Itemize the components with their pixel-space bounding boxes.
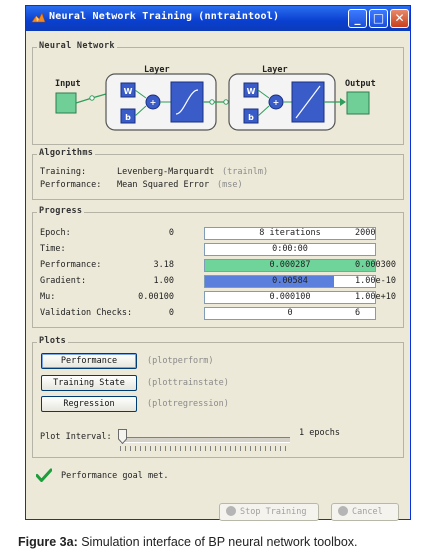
window-title: Neural Network Training (nntraintool): [49, 11, 280, 22]
mu-progress-bar: 0.000100: [204, 291, 376, 304]
time-progress-bar: 0:00:00: [204, 243, 376, 256]
training-label: Training:: [40, 167, 87, 177]
performance-func: (mse): [217, 180, 243, 190]
progress-row-start: 3.18: [153, 260, 174, 270]
training-value: Levenberg-Marquardt: [117, 167, 215, 177]
plots-title: Plots: [37, 336, 69, 346]
progress-row-current: 0.000100: [269, 292, 311, 302]
slider-ticks: [120, 446, 290, 451]
layer-1-label: Layer: [144, 65, 170, 75]
plot-regression-button[interactable]: Regression: [41, 396, 137, 412]
layer-1-transfer: [170, 81, 204, 123]
progress-row-target: 6: [355, 308, 361, 318]
epoch-progress-bar: 8 iterations: [204, 227, 376, 240]
progress-row-label: Epoch:: [40, 228, 71, 238]
slider-thumb[interactable]: [118, 429, 127, 444]
status-message: Performance goal met.: [61, 471, 169, 481]
progress-row-start: 0: [168, 228, 174, 238]
output-block: [346, 91, 370, 115]
cancel-button[interactable]: Cancel: [331, 503, 399, 521]
plot-performance-button[interactable]: Performance: [41, 353, 137, 369]
stop-icon: [226, 506, 236, 516]
checkmark-icon: [36, 468, 52, 482]
cancel-label: Cancel: [352, 507, 383, 517]
plot-regression-func: (plotregression): [147, 399, 229, 409]
plot-training-state-button[interactable]: Training State: [41, 375, 137, 391]
progress-title: Progress: [37, 206, 85, 216]
layer-2-label: Layer: [262, 65, 288, 75]
progress-row-start: 0.00100: [138, 292, 174, 302]
matlab-logo-icon: [31, 12, 46, 23]
progress-row-current: 0.000287: [269, 260, 311, 270]
input-label: Input: [55, 79, 81, 89]
progress-row-label: Time:: [40, 244, 66, 254]
performance-bar-fill: [205, 260, 375, 271]
performance-value: Mean Squared Error: [117, 180, 210, 190]
progress-row-label: Performance:: [40, 260, 102, 270]
progress-row-current: 0: [287, 308, 293, 318]
progress-row-target: 1.00e-10: [355, 276, 396, 286]
plot-performance-func: (plotperform): [147, 356, 214, 366]
validation-progress-bar: 0: [204, 307, 376, 320]
stop-training-button[interactable]: Stop Training: [219, 503, 319, 521]
gradient-progress-bar: 0.00584: [204, 275, 376, 288]
gradient-bar-fill: [205, 276, 335, 287]
stop-training-label: Stop Training: [240, 507, 307, 517]
plot-training-state-func: (plottrainstate): [147, 378, 229, 388]
svg-text:W: W: [124, 87, 133, 96]
progress-row-target: 2000: [355, 228, 376, 238]
progress-row-target: 0.000300: [355, 260, 396, 270]
neural-network-group: Neural Network: [32, 41, 404, 145]
progress-row-label: Validation Checks:: [40, 308, 133, 318]
caption-prefix: Figure 3a:: [18, 535, 78, 549]
svg-text:W: W: [247, 87, 256, 96]
figure-caption: Figure 3a: Simulation interface of BP ne…: [18, 535, 358, 549]
minimize-button[interactable]: _: [348, 9, 367, 28]
close-button[interactable]: ✕: [390, 9, 409, 28]
neural-network-title: Neural Network: [37, 41, 117, 51]
plot-interval-value: 1 epochs: [299, 428, 340, 438]
caption-text: Simulation interface of BP neural networ…: [77, 535, 358, 549]
svg-text:b: b: [125, 113, 131, 122]
input-wire-node: [89, 95, 95, 101]
svg-text:+: +: [273, 98, 280, 107]
training-func: (trainlm): [222, 167, 269, 177]
maximize-button[interactable]: □: [369, 9, 388, 28]
output-label: Output: [345, 79, 376, 89]
plot-interval-label: Plot Interval:: [40, 432, 112, 442]
performance-progress-bar: 0.000287: [204, 259, 376, 272]
progress-row-current: 8 iterations: [259, 228, 321, 238]
progress-group: Progress: [32, 206, 404, 328]
progress-row-label: Gradient:: [40, 276, 87, 286]
title-bar[interactable]: Neural Network Training (nntraintool) _ …: [26, 6, 410, 31]
progress-row-label: Mu:: [40, 292, 56, 302]
progress-row-current: 0.00584: [272, 276, 308, 286]
svg-text:b: b: [248, 113, 254, 122]
input-block: [55, 92, 77, 114]
progress-row-target: 1.00e+10: [355, 292, 396, 302]
training-window: Neural Network Training (nntraintool) _ …: [25, 5, 411, 521]
progress-row-start: 1.00: [153, 276, 174, 286]
algorithms-title: Algorithms: [37, 148, 96, 158]
progress-row-current: 0:00:00: [272, 244, 308, 254]
svg-text:+: +: [150, 98, 157, 107]
cancel-icon: [338, 506, 348, 516]
plots-group: Plots: [32, 336, 404, 458]
performance-label: Performance:: [40, 180, 102, 190]
plot-interval-slider[interactable]: [120, 437, 290, 443]
algorithms-group: Algorithms: [32, 148, 404, 200]
network-diagram: W b + W b +: [55, 73, 370, 131]
progress-row-start: 0: [168, 308, 174, 318]
